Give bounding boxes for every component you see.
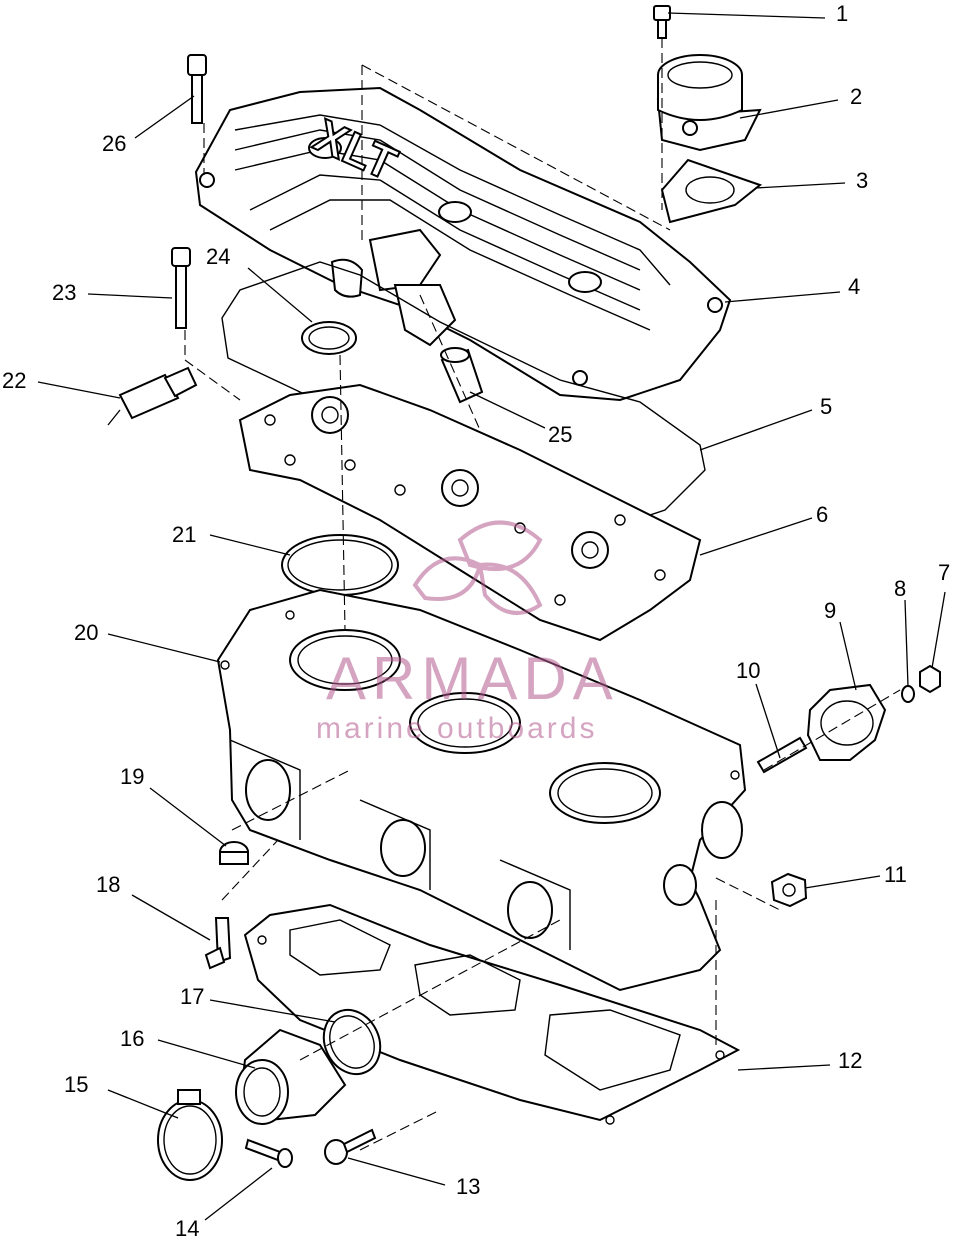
callout-10: 10 <box>736 658 761 683</box>
callout-12: 12 <box>838 1048 863 1073</box>
part-11-nut <box>770 872 808 908</box>
callout-18: 18 <box>96 872 121 897</box>
callout-17: 17 <box>180 984 205 1009</box>
callout-9: 9 <box>824 598 837 623</box>
callout-4: 4 <box>848 274 861 299</box>
callout-15: 15 <box>64 1072 89 1097</box>
part-10-stud <box>756 736 808 774</box>
watermark-tagline: marine outboards <box>316 712 598 745</box>
assembly-lines <box>184 38 901 1151</box>
part-16-intake-boot <box>235 1028 347 1125</box>
part-4-cover: XLT <box>194 86 732 402</box>
callout-26: 26 <box>102 131 127 156</box>
callout-16: 16 <box>120 1026 145 1051</box>
part-13-bolt <box>324 1128 377 1165</box>
part-19-plug <box>219 841 249 865</box>
callout-2: 2 <box>850 84 863 109</box>
callout-14: 14 <box>175 1216 200 1241</box>
part-8-washer <box>901 685 915 703</box>
part-17-oring <box>322 1008 382 1076</box>
leader-lines <box>37 12 946 1221</box>
callout-5: 5 <box>820 394 833 419</box>
part-20-cylinder-block <box>216 588 747 992</box>
part-15-clamp <box>157 1089 223 1181</box>
part-3-gasket <box>660 158 763 224</box>
callout-11: 11 <box>884 862 907 887</box>
part-14-screw <box>244 1138 293 1168</box>
callout-3: 3 <box>856 168 869 193</box>
part-23-bolt <box>171 247 191 329</box>
part-9-cover-plate <box>806 683 887 761</box>
callout-24: 24 <box>206 244 231 269</box>
part-21-oring <box>281 534 399 596</box>
callout-25: 25 <box>548 422 573 447</box>
callout-21: 21 <box>172 522 197 547</box>
callout-19: 19 <box>120 764 145 789</box>
part-24-oring <box>301 321 357 355</box>
callout-8: 8 <box>894 576 907 601</box>
callout-22: 22 <box>2 368 27 393</box>
callout-7: 7 <box>938 560 951 585</box>
watermark-brand: ARMADA <box>326 645 619 712</box>
part-1-bolt <box>653 5 671 39</box>
callout-23: 23 <box>52 280 77 305</box>
part-26-bolt <box>187 54 207 124</box>
part-7-nut <box>919 664 941 694</box>
callout-6: 6 <box>816 502 829 527</box>
callout-1: 1 <box>836 1 849 26</box>
part-6-water-jacket <box>238 383 702 642</box>
part-18-fitting <box>204 917 232 970</box>
part-2-housing <box>656 54 762 152</box>
watermark-logo <box>412 520 543 615</box>
callout-13: 13 <box>456 1174 481 1199</box>
part-22-sender <box>107 366 198 426</box>
callout-20: 20 <box>74 620 99 645</box>
